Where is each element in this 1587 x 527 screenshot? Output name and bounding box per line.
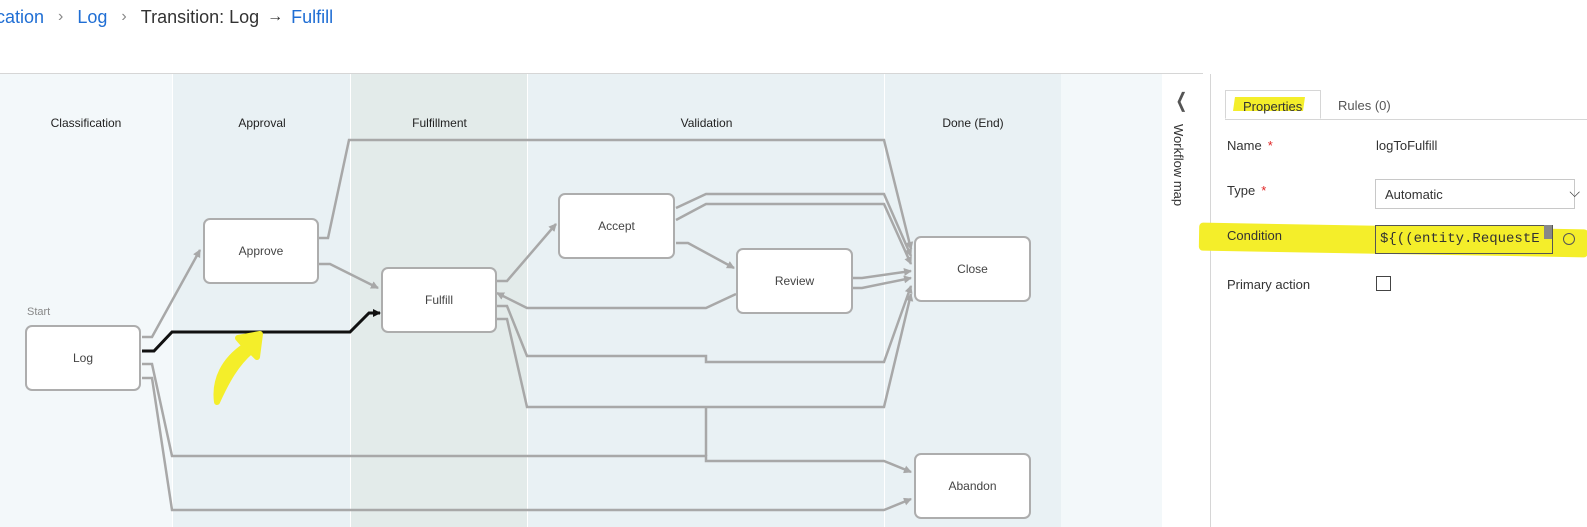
node-review[interactable]: Review [736, 248, 853, 314]
node-log[interactable]: Log [25, 325, 141, 391]
name-value: logToFulfill [1376, 138, 1438, 153]
tab-rules[interactable]: Rules (0) [1338, 98, 1391, 113]
connector-review-fulfill [496, 291, 737, 310]
lane-classification: Classification [0, 74, 172, 527]
lane-title: Done (End) [942, 116, 1004, 130]
workflow-map-toggle: ❮ [1162, 74, 1210, 527]
primary-action-checkbox[interactable] [1376, 276, 1391, 291]
connector-accept-review [676, 241, 735, 270]
tabs-divider [1225, 119, 1587, 120]
name-label-text: Name [1227, 138, 1262, 153]
properties-panel: Properties Rules (0) Name* logToFulfill … [1198, 74, 1587, 527]
condition-scrollbar[interactable] [1544, 225, 1552, 239]
node-abandon[interactable]: Abandon [914, 453, 1031, 519]
workflow-canvas: Classification Approval Fulfillment Vali… [0, 74, 1162, 527]
lane-title: Fulfillment [412, 116, 467, 130]
lane-title: Approval [238, 116, 286, 130]
required-mark: * [1267, 138, 1273, 153]
workflow-map-label[interactable]: Workflow map [1171, 124, 1186, 207]
header-divider [0, 73, 1203, 74]
connector-fulfill-close [497, 285, 913, 364]
chevron-down-icon: ⌵ [1569, 184, 1580, 200]
connector-fulfill-accept [497, 223, 557, 283]
connector-review-close-2 [853, 275, 912, 290]
required-mark: * [1261, 183, 1267, 198]
type-label: Type * [1227, 183, 1266, 198]
tab-properties-label: Properties [1243, 99, 1303, 114]
chevron-right-icon: › [121, 8, 127, 25]
connector-accept-close-lower [675, 202, 913, 265]
condition-input[interactable]: ${((entity.RequestE [1375, 225, 1553, 254]
connector-approve-close [319, 138, 914, 250]
chevron-right-icon: › [58, 8, 64, 25]
node-fulfill[interactable]: Fulfill [381, 267, 497, 333]
arrow-right-icon: → [267, 8, 284, 25]
chevron-left-icon[interactable]: ❮ [1175, 90, 1188, 112]
connector-log-abandon-lower [142, 376, 912, 512]
lane-title: Validation [680, 116, 733, 130]
breadcrumb-application[interactable]: cation [0, 6, 45, 27]
connector-log-abandon-upper [142, 362, 912, 474]
connector-approve-fulfill [319, 262, 379, 290]
name-label: Name * [1227, 138, 1273, 153]
type-label-text: Type [1227, 183, 1256, 198]
condition-label: Condition [1227, 228, 1282, 243]
transition-connectors [142, 138, 914, 512]
node-close[interactable]: Close [914, 236, 1031, 302]
tab-properties[interactable]: Properties [1225, 90, 1321, 119]
start-label: Start [27, 306, 51, 318]
connector-fulfill-abandon [497, 293, 914, 409]
highlight-arrow-annotation [213, 331, 263, 405]
breadcrumb-transition: Transition: Log [140, 6, 260, 27]
connector-log-approve [142, 249, 202, 339]
lane-approval: Approval [172, 74, 351, 527]
connector-review-close-1 [853, 268, 912, 280]
breadcrumb-target-fulfill[interactable]: Fulfill [291, 6, 334, 27]
type-select-value: Automatic [1385, 187, 1443, 202]
primary-action-label: Primary action [1227, 277, 1311, 292]
connector-accept-close-upper [675, 192, 913, 257]
type-select[interactable]: Automatic ⌵ [1375, 179, 1580, 209]
breadcrumb-log[interactable]: Log [77, 6, 108, 27]
lane-title: Classification [50, 116, 122, 130]
breadcrumb: cation › Log › Transition: Log → Fulfill [0, 4, 333, 30]
info-icon[interactable] [1563, 233, 1575, 245]
node-accept[interactable]: Accept [558, 193, 675, 259]
node-approve[interactable]: Approve [203, 218, 319, 284]
